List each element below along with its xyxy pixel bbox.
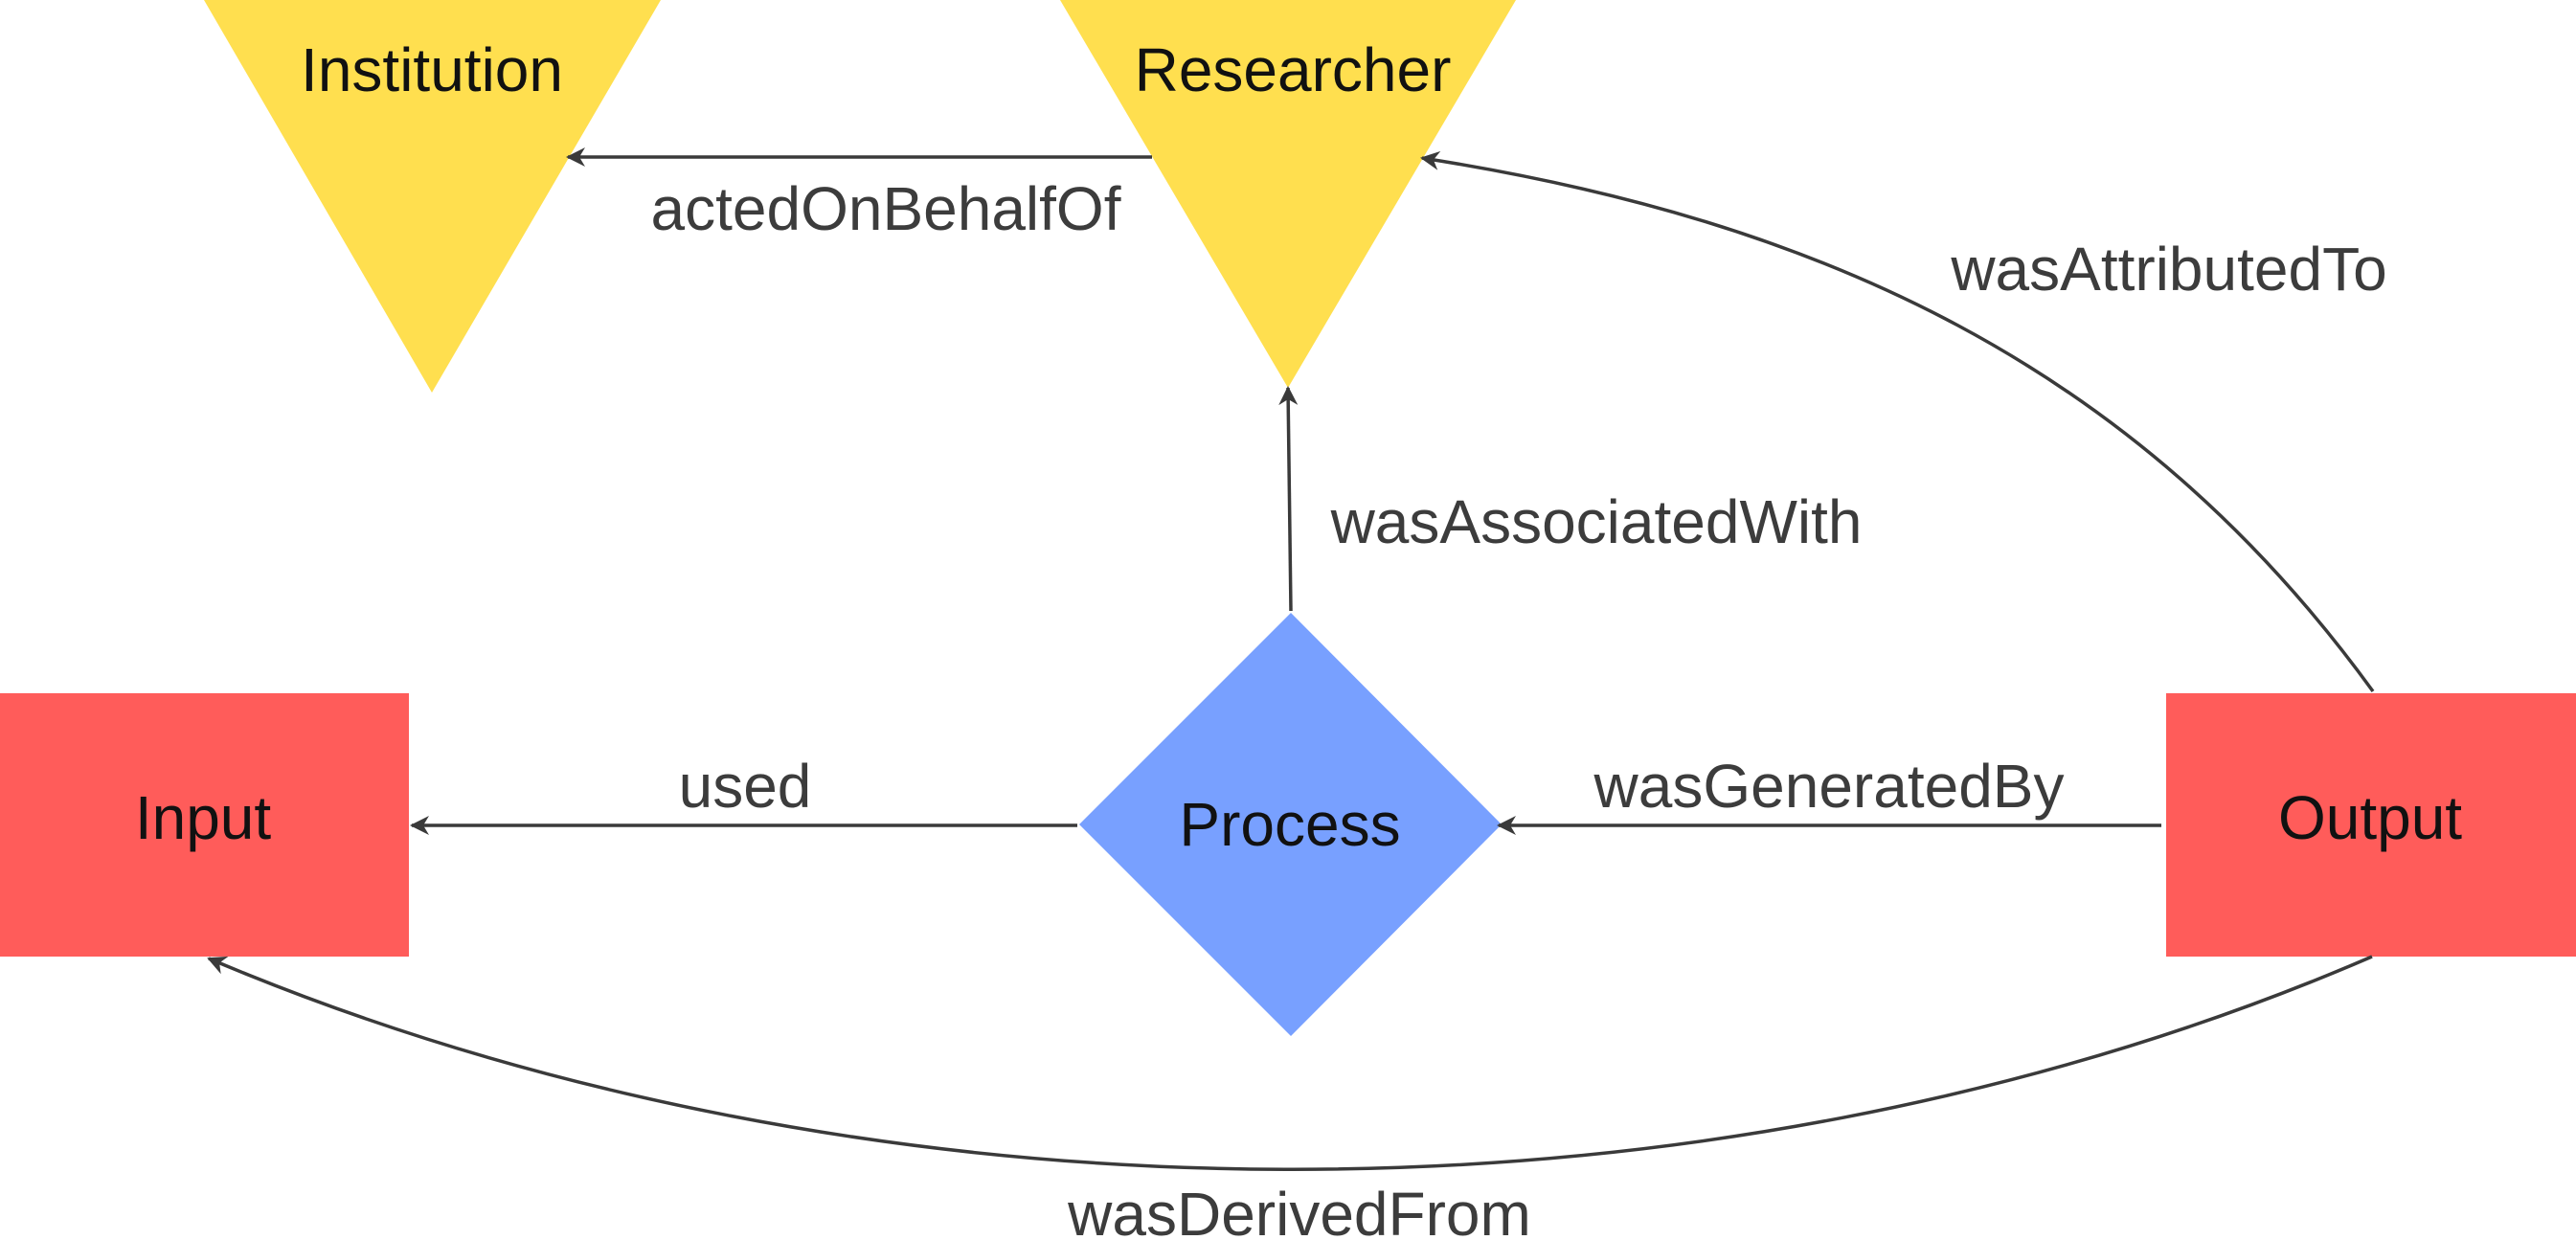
node-process[interactable]: Process <box>1079 613 1502 1036</box>
input-label: Input <box>135 783 272 852</box>
institution-shape <box>204 0 661 393</box>
input-shape <box>0 693 409 957</box>
acted-on-behalf-of-label: actedOnBehalfOf <box>651 174 1121 243</box>
edge-acted-on-behalf-of[interactable]: actedOnBehalfOf <box>566 147 1152 243</box>
edge-was-attributed-to[interactable]: wasAttributedTo <box>1420 150 2387 693</box>
was-generated-by-label: wasGeneratedBy <box>1593 752 2065 821</box>
node-researcher[interactable]: Researcher <box>1060 0 1516 388</box>
used-label: used <box>679 752 812 821</box>
process-shape <box>1079 613 1502 1036</box>
edge-was-derived-from[interactable]: wasDerivedFrom <box>207 955 2373 1240</box>
was-derived-from-label: wasDerivedFrom <box>1067 1180 1531 1240</box>
node-input[interactable]: Input <box>0 693 409 957</box>
was-attributed-to-label: wasAttributedTo <box>1950 235 2386 304</box>
edge-was-associated-with[interactable]: wasAssociatedWith <box>1278 386 1863 612</box>
was-derived-from-arrow <box>207 955 2373 1171</box>
was-associated-with-arrow <box>1278 386 1299 612</box>
edge-used[interactable]: used <box>410 752 1077 835</box>
node-institution[interactable]: Institution <box>204 0 661 393</box>
was-associated-with-label: wasAssociatedWith <box>1330 487 1863 556</box>
researcher-label: Researcher <box>1135 35 1452 104</box>
institution-label: Institution <box>301 35 563 104</box>
process-label: Process <box>1179 790 1400 859</box>
researcher-shape <box>1060 0 1516 388</box>
edge-was-generated-by[interactable]: wasGeneratedBy <box>1497 752 2161 835</box>
was-attributed-to-arrow <box>1420 150 2375 693</box>
output-label: Output <box>2278 783 2462 852</box>
output-shape <box>2166 693 2576 957</box>
node-output[interactable]: Output <box>2166 693 2576 957</box>
